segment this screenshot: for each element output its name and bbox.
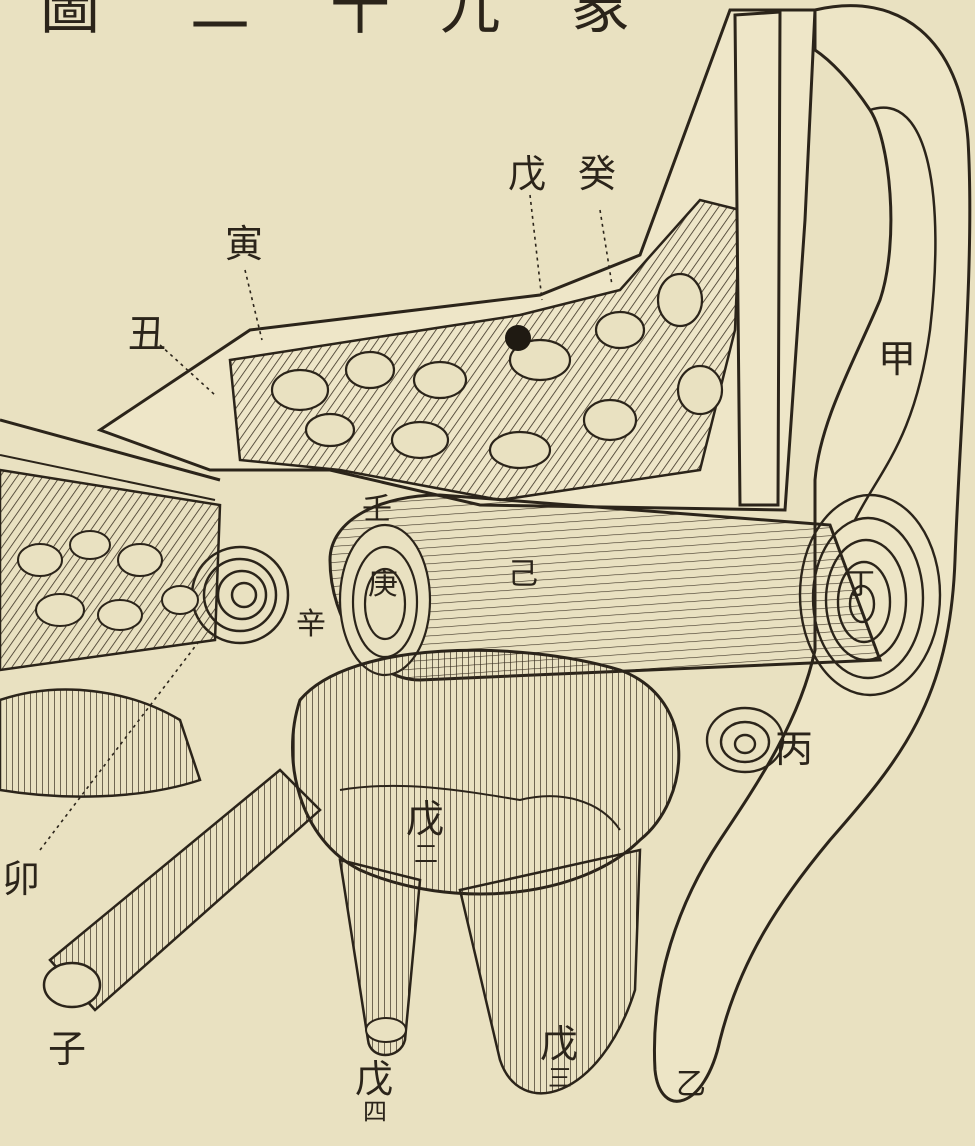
label-wu: 戊 <box>508 155 546 193</box>
label-mao: 卯 <box>2 860 40 898</box>
label-jia: 甲 <box>878 340 916 378</box>
label-zi: 子 <box>48 1030 86 1068</box>
title-char-4: 九 <box>440 0 500 38</box>
label-wu3: 戊 <box>540 1025 578 1063</box>
label-ren: 壬 <box>362 495 392 525</box>
left-band <box>0 690 200 797</box>
title-char-3: 十 <box>330 0 390 38</box>
label-wu2: 戊 <box>406 800 444 838</box>
label-xin: 辛 <box>296 610 326 640</box>
canal-wall <box>735 12 780 505</box>
label-wu4: 戊 <box>355 1060 393 1098</box>
label-gui: 癸 <box>578 155 616 193</box>
label-bing: 丙 <box>775 730 813 768</box>
label-geng: 庚 <box>368 570 398 600</box>
title-char-1: 圖 <box>40 0 100 38</box>
label-wu3-sub: 三 <box>548 1066 572 1090</box>
label-ding: 丁 <box>845 570 875 600</box>
tragus-curl <box>707 708 783 772</box>
label-yi: 乙 <box>676 1070 706 1100</box>
label-ji: 己 <box>508 560 538 590</box>
label-wu4-sub: 四 <box>363 1100 387 1124</box>
label-chou: 丑 <box>128 315 166 353</box>
title-char-5: 象 <box>570 0 630 38</box>
mastoid-cells <box>230 200 740 500</box>
title-char-2: 二 <box>190 0 250 38</box>
label-yin: 寅 <box>225 225 263 263</box>
label-wu2-sub: 二 <box>414 842 438 866</box>
